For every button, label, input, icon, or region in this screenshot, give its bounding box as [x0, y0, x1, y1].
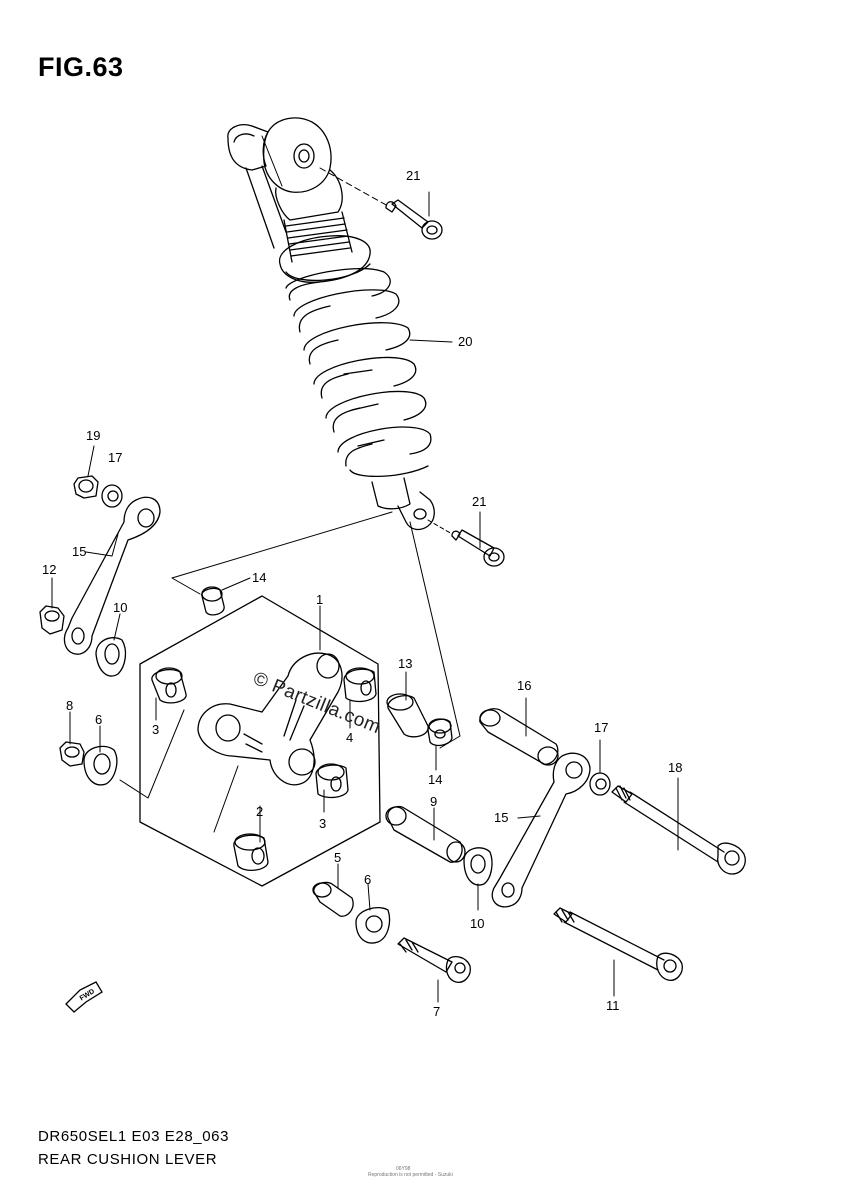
washer-10-right-part[interactable] — [463, 847, 493, 886]
upper-shock-bolt-part[interactable] — [385, 199, 443, 240]
callout-16: 16 — [517, 678, 531, 693]
callout-1: 1 — [316, 592, 323, 607]
callout-9: 9 — [430, 794, 437, 809]
bushing-14-lower-part[interactable] — [427, 718, 453, 747]
assembly-name: REAR CUSHION LEVER — [38, 1151, 218, 1168]
spacer-9-part[interactable] — [385, 805, 466, 863]
callout-19: 19 — [86, 428, 100, 443]
callout-10-right: 10 — [470, 916, 484, 931]
bushing-3-upper-part[interactable] — [151, 667, 187, 704]
nut-12-part[interactable] — [39, 605, 65, 635]
figure-title: FIG.63 — [38, 52, 124, 82]
leader-lines — [51, 191, 679, 1003]
lower-shock-bolt-part[interactable] — [451, 529, 505, 567]
bolt-11-part[interactable] — [553, 907, 683, 981]
spacer-5-part[interactable] — [312, 881, 354, 917]
assembly-guide-lines — [119, 135, 461, 833]
callout-5: 5 — [334, 850, 341, 865]
bushing-2-part[interactable] — [233, 833, 269, 872]
callout-20: 20 — [458, 334, 472, 349]
callout-2: 2 — [256, 804, 263, 819]
shock-absorber-part[interactable] — [227, 117, 435, 531]
callout-14-upper: 14 — [252, 570, 266, 585]
fine-print-code: 06Y98 — [396, 1166, 411, 1172]
bushing-3-lower-part[interactable] — [315, 763, 349, 799]
bolt-7-part[interactable] — [397, 937, 471, 983]
callout-12: 12 — [42, 562, 56, 577]
callout-4: 4 — [346, 730, 353, 745]
spacer-13-part[interactable] — [386, 693, 429, 738]
cushion-rod-left-part[interactable] — [63, 496, 161, 655]
callout-8: 8 — [66, 698, 73, 713]
washer-10-left-part[interactable] — [95, 637, 127, 677]
nut-8-part[interactable] — [59, 741, 85, 767]
bushing-4-part[interactable] — [343, 667, 377, 703]
cushion-lever-part[interactable] — [197, 652, 343, 786]
washer-17-right-part[interactable] — [589, 772, 611, 796]
washer-6-left-part[interactable] — [83, 745, 118, 786]
callout-21-upper: 21 — [406, 168, 420, 183]
callout-18: 18 — [668, 760, 682, 775]
callout-14-lower: 14 — [428, 772, 442, 787]
washer-17-upper-part[interactable] — [101, 484, 123, 508]
washer-6-right-part[interactable] — [355, 907, 391, 944]
callout-21-lower: 21 — [472, 494, 486, 509]
fine-print-notice: Reproduction is not permitted - Suzuki — [368, 1172, 453, 1178]
cushion-lever-outline — [139, 595, 381, 887]
bushing-14-upper-part[interactable] — [201, 586, 225, 616]
cushion-rod-right-part[interactable] — [491, 752, 591, 908]
callout-6-right: 6 — [364, 872, 371, 887]
callout-7: 7 — [433, 1004, 440, 1019]
callout-13: 13 — [398, 656, 412, 671]
callout-10-left: 10 — [113, 600, 127, 615]
spacer-16-part[interactable] — [479, 708, 559, 766]
model-code: DR650SEL1 E03 E28_063 — [38, 1128, 230, 1145]
callout-15-right: 15 — [494, 810, 508, 825]
callout-15-left: 15 — [72, 544, 86, 559]
callout-17-left: 17 — [108, 450, 122, 465]
fwd-arrow-icon: FWD — [65, 981, 103, 1013]
callout-11: 11 — [606, 998, 620, 1013]
callout-3-upper: 3 — [152, 722, 159, 737]
callout-6-left: 6 — [95, 712, 102, 727]
bolt-18-part[interactable] — [611, 785, 746, 875]
callout-3-lower: 3 — [319, 816, 326, 831]
callout-17-right: 17 — [594, 720, 608, 735]
nut-19-part[interactable] — [73, 475, 99, 499]
